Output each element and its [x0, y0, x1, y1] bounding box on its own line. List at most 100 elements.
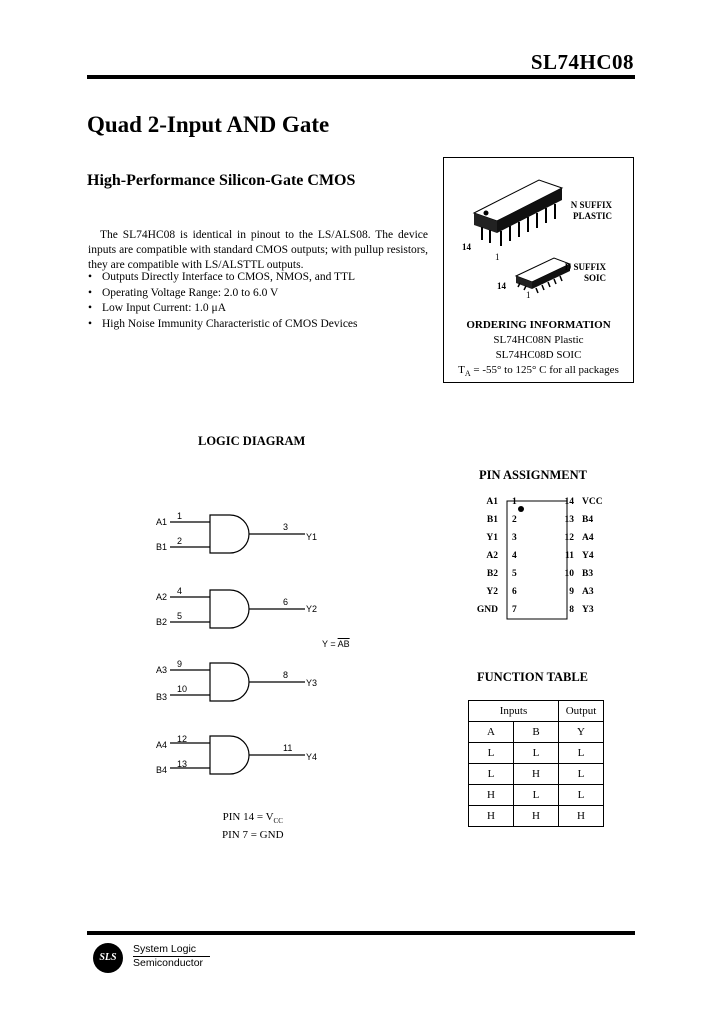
gate-pin-number: 2: [177, 536, 183, 546]
table-header-row: Inputs Output: [468, 700, 604, 722]
pin-left-name: Y1: [486, 533, 498, 543]
d-suffix-label: D SUFFIX SOIC: [520, 262, 606, 284]
table-header-row: A B Y: [468, 721, 604, 743]
pin-left-name: A2: [486, 551, 498, 561]
gate-input-label: A3: [156, 665, 168, 675]
pin-left-number: 3: [512, 533, 517, 543]
pin-assignment-chip-outline: [506, 500, 568, 620]
pin1-dot: [518, 506, 524, 512]
pin14-text: PIN 14 = V: [222, 811, 274, 823]
pin-right-number: 13: [564, 515, 575, 525]
page-title: Quad 2-Input AND Gate: [87, 112, 330, 137]
column-header: Y: [558, 721, 604, 743]
pin7-note: PIN 7 = GND: [222, 829, 284, 842]
d-type-text: SOIC: [583, 273, 606, 283]
gate-pin-number: 5: [177, 611, 183, 621]
dip-chip-icon: [472, 179, 564, 246]
temp-symbol: T: [458, 364, 465, 376]
gate-pin-number: 10: [177, 684, 188, 694]
soic-pin1-label: 1: [526, 290, 531, 300]
table-cell: L: [468, 763, 514, 785]
logic-diagram-heading: LOGIC DIAGRAM: [198, 434, 306, 448]
gate-pin-number: 1: [177, 511, 183, 521]
table-cell: H: [513, 805, 559, 827]
equation-left: Y =: [322, 639, 338, 649]
pin-right-name: Y3: [582, 605, 594, 615]
table-row: L H L: [468, 763, 604, 785]
page-subtitle: High-Performance Silicon-Gate CMOS: [87, 172, 356, 189]
pin-right-name: A3: [582, 587, 594, 597]
table-cell: H: [513, 763, 559, 785]
pin-left-number: 5: [512, 569, 517, 579]
temperature-range: TA = -55° to 125° C for all packages: [443, 363, 634, 381]
ordering-heading: ORDERING INFORMATION: [466, 319, 611, 331]
gate-output-label: Y4: [306, 752, 318, 762]
gate-input-label: A4: [156, 740, 168, 750]
feature-item: Low Input Current: 1.0 μA: [88, 301, 433, 317]
column-header: B: [513, 721, 559, 743]
header-rule: [87, 75, 635, 79]
pin-right-number: 10: [564, 569, 575, 579]
and-gate-3: [170, 662, 305, 702]
gate-pin-number: 6: [283, 597, 289, 607]
logic-equation: Y = AB: [322, 639, 350, 649]
table-cell: L: [513, 784, 559, 806]
dip-package-illustration: [472, 179, 572, 294]
pin-right-name: B4: [582, 515, 594, 525]
table-cell: L: [558, 763, 604, 785]
and-gate-1: [170, 514, 305, 554]
gate-pin-number: 9: [177, 659, 183, 669]
gate-pin-number: 11: [283, 743, 293, 753]
table-cell: H: [468, 805, 514, 827]
soic-pin14-label: 14: [497, 281, 506, 291]
pin-right-number: 11: [565, 551, 574, 561]
output-group-header: Output: [558, 700, 604, 722]
gate-pin-number: 13: [177, 759, 188, 769]
gate-input-label: A2: [156, 592, 168, 602]
table-cell: L: [468, 742, 514, 764]
column-header: A: [468, 721, 514, 743]
pin-right-name: A4: [582, 533, 594, 543]
pin-left-number: 2: [512, 515, 517, 525]
pin-right-number: 9: [569, 587, 574, 597]
gate-pin-number: 8: [283, 670, 289, 680]
n-suffix-text: N SUFFIX: [570, 200, 612, 210]
table-cell: L: [558, 742, 604, 764]
pin-right-name: B3: [582, 569, 594, 579]
pin-left-number: 4: [512, 551, 517, 561]
pin-right-name: Y4: [582, 551, 594, 561]
pin14-subscript: CC: [273, 817, 283, 826]
ordering-info: ORDERING INFORMATION SL74HC08N Plastic S…: [443, 318, 634, 381]
company-logo: SLS: [93, 943, 123, 973]
gate-output-label: Y2: [306, 604, 318, 614]
function-table-heading: FUNCTION TABLE: [477, 670, 589, 684]
gate-input-label: B4: [156, 765, 168, 775]
gate-input-label: B3: [156, 692, 168, 702]
table-cell: H: [558, 805, 604, 827]
pin-right-number: 14: [564, 497, 575, 507]
company-name: System Logic Semiconductor: [133, 943, 211, 970]
company-name-line1: System Logic: [133, 943, 211, 957]
dip-pin14-label: 14: [462, 242, 471, 252]
pin-left-name: B2: [486, 569, 498, 579]
pin-left-name: GND: [476, 605, 498, 615]
table-cell: H: [468, 784, 514, 806]
gate-output-label: Y1: [306, 532, 318, 542]
company-name-line2: Semiconductor: [133, 957, 204, 969]
gate-input-label: B2: [156, 617, 168, 627]
table-row: H L L: [468, 784, 604, 806]
pin-left-name: Y2: [486, 587, 498, 597]
soic-chip-icon: [514, 257, 572, 294]
pin-right-name: VCC: [582, 497, 603, 507]
pin-assignment-heading: PIN ASSIGNMENT: [479, 468, 588, 482]
table-row: L L L: [468, 742, 604, 764]
dip-pin1-label: 1: [495, 252, 500, 262]
pin-left-number: 1: [512, 497, 517, 507]
pin-left-number: 6: [512, 587, 517, 597]
gate-input-label: B1: [156, 542, 168, 552]
pin-left-name: A1: [486, 497, 498, 507]
temp-subscript: A: [464, 369, 471, 379]
description-paragraph: The SL74HC08 is identical in pinout to t…: [88, 229, 428, 271]
ordering-line: SL74HC08D SOIC: [495, 349, 582, 361]
ordering-line: SL74HC08N Plastic: [493, 334, 584, 346]
